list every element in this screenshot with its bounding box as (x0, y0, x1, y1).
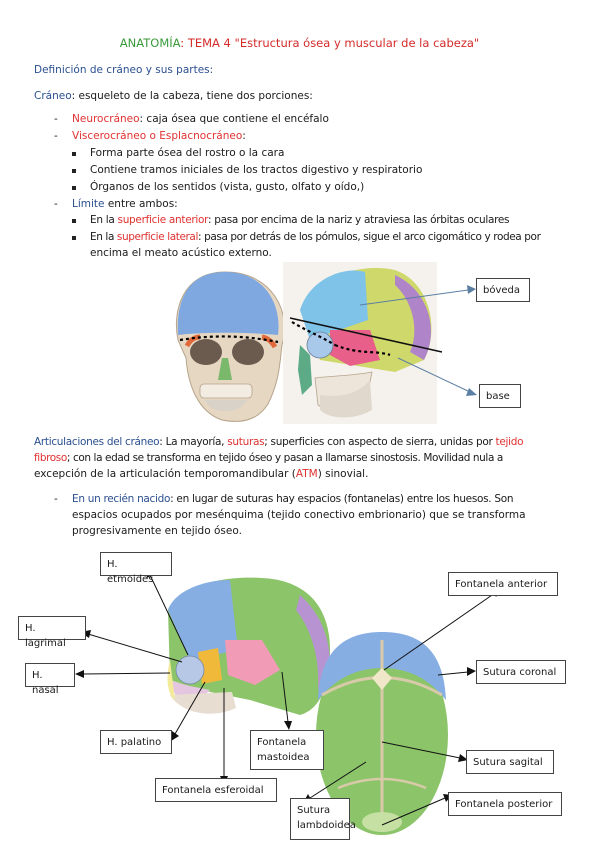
dash-bullet: - (54, 130, 58, 142)
fetal-lateral-skull-image (167, 577, 330, 715)
limite-text: entre ambos: (104, 198, 178, 210)
recien-nacido-line-3: progresivamente en tejido óseo. (72, 525, 242, 537)
title-subject: ANATOMÍA (119, 36, 181, 50)
label-base: base (479, 384, 521, 408)
title-topic: : TEMA 4 "Estructura ósea y muscular de … (180, 36, 480, 50)
limite-item-lateral: En la superficie lateral: pasa por detrá… (90, 231, 541, 243)
section-heading: Definición de cráneo y sus partes: (34, 64, 214, 76)
lateral-skull-image (283, 262, 443, 424)
articulaciones-term: Articulaciones del cráneo (34, 436, 160, 448)
viscerocraneo-item: Viscerocráneo o Esplacnocráneo: (72, 130, 246, 142)
limite-item: Límite entre ambos: (72, 196, 178, 212)
label-h-nasal: H. nasal (25, 663, 75, 696)
square-bullet (72, 169, 76, 173)
craneo-term: Cráneo (34, 90, 72, 102)
superficie-anterior-term: superficie anterior (117, 214, 209, 226)
dash-bullet: - (54, 493, 58, 505)
limite-term: Límite (72, 198, 105, 210)
viscero-item-2: Contiene tramos iniciales de los tractos… (90, 164, 423, 176)
square-bullet (72, 219, 76, 223)
neurocraneo-item: Neurocráneo: caja ósea que contiene el e… (72, 111, 329, 127)
label-boveda: bóveda (476, 278, 530, 302)
viscero-item-1: Forma parte ósea del rostro o la cara (90, 147, 285, 159)
label-sutura-sagital: Sutura sagital (466, 750, 554, 774)
suturas-term: suturas (227, 436, 265, 448)
label-h-lagrimal: H. lagrimal (18, 616, 86, 649)
frontal-skull-image (175, 271, 286, 422)
label-fontanela-posterior: Fontanela posterior (448, 792, 562, 816)
craneo-paragraph: Cráneo: esqueleto de la cabeza, tiene do… (34, 88, 313, 104)
page-title: ANATOMÍA: TEMA 4 "Estructura ósea y musc… (0, 36, 599, 50)
atm-term: ATM (295, 468, 318, 480)
dash-bullet: - (54, 198, 58, 210)
fibroso-term: fibroso (34, 452, 67, 464)
limite-item-lateral-cont: encima el meato acústico externo. (90, 247, 272, 259)
recien-nacido-line-2: espacios ocupados por mesénquima (tejido… (72, 509, 526, 521)
viscero-item-3: Órganos de los sentidos (vista, gusto, o… (90, 181, 365, 193)
articulaciones-line-1: Articulaciones del cráneo: La mayoría, s… (34, 436, 524, 448)
limite-item-anterior: En la superficie anterior: pasa por enci… (90, 214, 510, 226)
label-fontanela-esfenoidal: Fontanela esferoidal (155, 778, 277, 802)
recien-nacido-item: En un recién nacido: en lugar de suturas… (72, 493, 514, 505)
craneo-text: : esqueleto de la cabeza, tiene dos porc… (71, 90, 313, 102)
square-bullet (72, 236, 76, 240)
articulaciones-line-2: fibroso; con la edad se transforma en te… (34, 452, 503, 464)
fetal-label-arrows (75, 567, 502, 826)
neurocraneo-text: : caja ósea que contiene el encéfalo (139, 113, 329, 125)
superficie-lateral-term: superficie lateral (116, 231, 198, 243)
label-h-etmoides: H. etmoides (100, 552, 172, 585)
label-sutura-lambdoidea: Sutura lambdoidea (290, 798, 356, 840)
tejido-term: tejido (495, 436, 524, 448)
viscerocraneo-term: Viscerocráneo o Esplacnocráneo (72, 130, 243, 142)
label-sutura-coronal: Sutura coronal (476, 660, 566, 684)
label-h-palatino: H. palatino (100, 730, 172, 754)
dash-bullet: - (54, 113, 58, 125)
square-bullet (72, 186, 76, 190)
articulaciones-line-3: excepción de la articulación temporomand… (34, 468, 369, 480)
neurocraneo-term: Neurocráneo (72, 113, 140, 125)
label-fontanela-anterior: Fontanela anterior (448, 572, 558, 596)
recien-nacido-term: En un recién nacido (72, 493, 171, 505)
label-fontanela-mastoidea: Fontanela mastoidea (250, 730, 324, 770)
square-bullet (72, 152, 76, 156)
